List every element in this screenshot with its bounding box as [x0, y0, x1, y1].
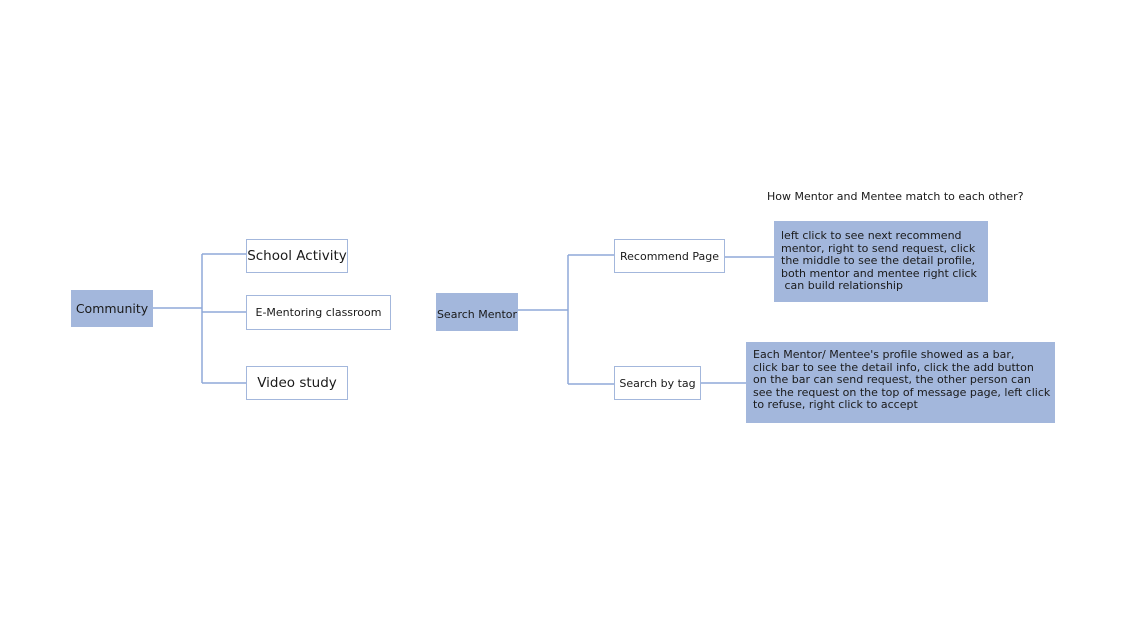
recommend-page-node: Recommend Page — [614, 239, 725, 273]
recommend-page-note: left click to see next recommend mentor,… — [774, 221, 988, 302]
community-node: Community — [71, 290, 153, 327]
note-line: mentor, right to send request, click — [781, 241, 976, 255]
school-activity-node: School Activity — [246, 239, 348, 273]
search-mentor-node: Search Mentor — [436, 293, 518, 331]
note-line: see the request on the top of message pa… — [753, 385, 1051, 399]
note-line: click bar to see the detail info, click … — [753, 360, 1034, 374]
note-line: left click to see next recommend — [781, 229, 962, 242]
note-line: the middle to see the detail profile, — [781, 254, 976, 268]
note-line: on the bar can send request, the other p… — [753, 373, 1031, 387]
search-by-tag-node: Search by tag — [614, 366, 701, 400]
note-line: can build relationship — [781, 279, 903, 293]
search-by-tag-note: Each Mentor/ Mentee's profile showed as … — [746, 342, 1055, 423]
e-mentoring-classroom-node: E-Mentoring classroom — [246, 295, 391, 330]
note-line: both mentor and mentee right click — [781, 266, 977, 280]
note-line: to refuse, right click to accept — [753, 398, 918, 412]
note-line: Each Mentor/ Mentee's profile showed as … — [753, 348, 1015, 361]
video-study-node: Video study — [246, 366, 348, 400]
diagram-title: How Mentor and Mentee match to each othe… — [767, 190, 1024, 203]
